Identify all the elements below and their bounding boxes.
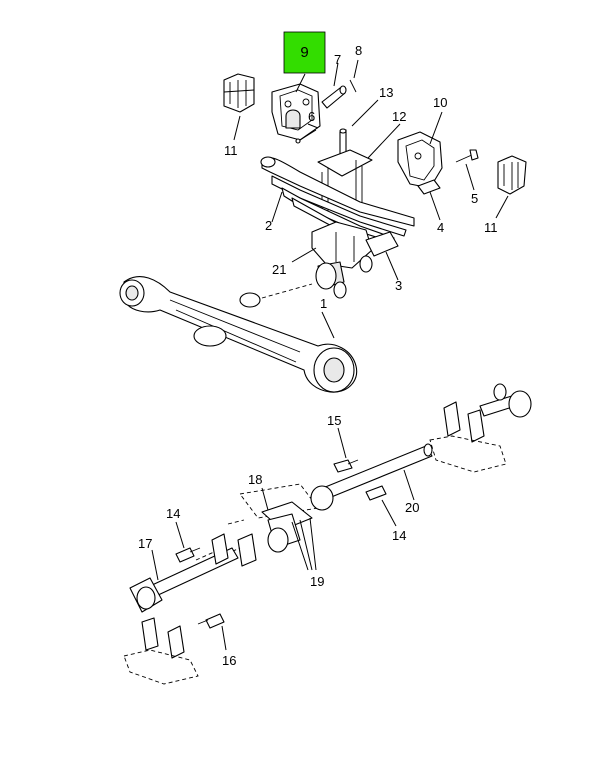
callout-17[interactable]: 17 [138, 536, 152, 551]
part-20-lateral-rod [317, 443, 433, 501]
part-right-mount [429, 383, 532, 473]
part-17-rod [129, 533, 239, 613]
callout-14-right[interactable]: 14 [392, 528, 406, 543]
part-16-bolt [197, 613, 225, 629]
part-6-bolt [299, 129, 317, 141]
callout-19[interactable]: 19 [310, 574, 324, 589]
part-15-bolt [333, 459, 359, 473]
callout-2[interactable]: 2 [265, 218, 272, 233]
callout-13[interactable]: 13 [379, 85, 393, 100]
callout-18[interactable]: 18 [248, 472, 262, 487]
callout-21[interactable]: 21 [272, 262, 286, 277]
callout-6[interactable]: 6 [308, 109, 315, 124]
part-3-spacer [333, 231, 399, 299]
callout-11-right[interactable]: 11 [484, 220, 498, 235]
part-21-axle-seat [311, 221, 373, 290]
part-14-right-bolt [365, 485, 387, 501]
part-1-torque-rod [119, 276, 358, 393]
callout-9-label: 9 [300, 44, 308, 61]
part-5-bolt [455, 149, 479, 163]
callout-4[interactable]: 4 [437, 220, 444, 235]
part-left-mount [123, 617, 199, 685]
callout-20[interactable]: 20 [405, 500, 419, 515]
highlight-box [283, 31, 326, 74]
part-center-bracket [225, 483, 334, 567]
callout-1[interactable]: 1 [320, 296, 327, 311]
part-7-pin [321, 85, 347, 109]
callout-7[interactable]: 7 [334, 52, 341, 67]
callout-14-left[interactable]: 14 [166, 506, 180, 521]
callout-8[interactable]: 8 [355, 43, 362, 58]
callout-11-left[interactable]: 11 [224, 143, 238, 158]
callout-15[interactable]: 15 [327, 413, 341, 428]
part-9-spring-bracket [271, 83, 321, 141]
part-10-right-bracket [397, 131, 443, 189]
callout-10[interactable]: 10 [433, 95, 447, 110]
part-4-shackle [417, 179, 441, 195]
part-8-screw [349, 79, 357, 93]
callout-3[interactable]: 3 [395, 278, 402, 293]
part-14-left-bolt [175, 547, 201, 563]
callout-12[interactable]: 12 [392, 109, 406, 124]
callout-9-highlighted[interactable]: 9 [283, 31, 326, 74]
part-11-right-clip [497, 155, 527, 195]
part-11-left-clip [223, 73, 255, 113]
callout-16[interactable]: 16 [222, 653, 236, 668]
callout-5[interactable]: 5 [471, 191, 478, 206]
